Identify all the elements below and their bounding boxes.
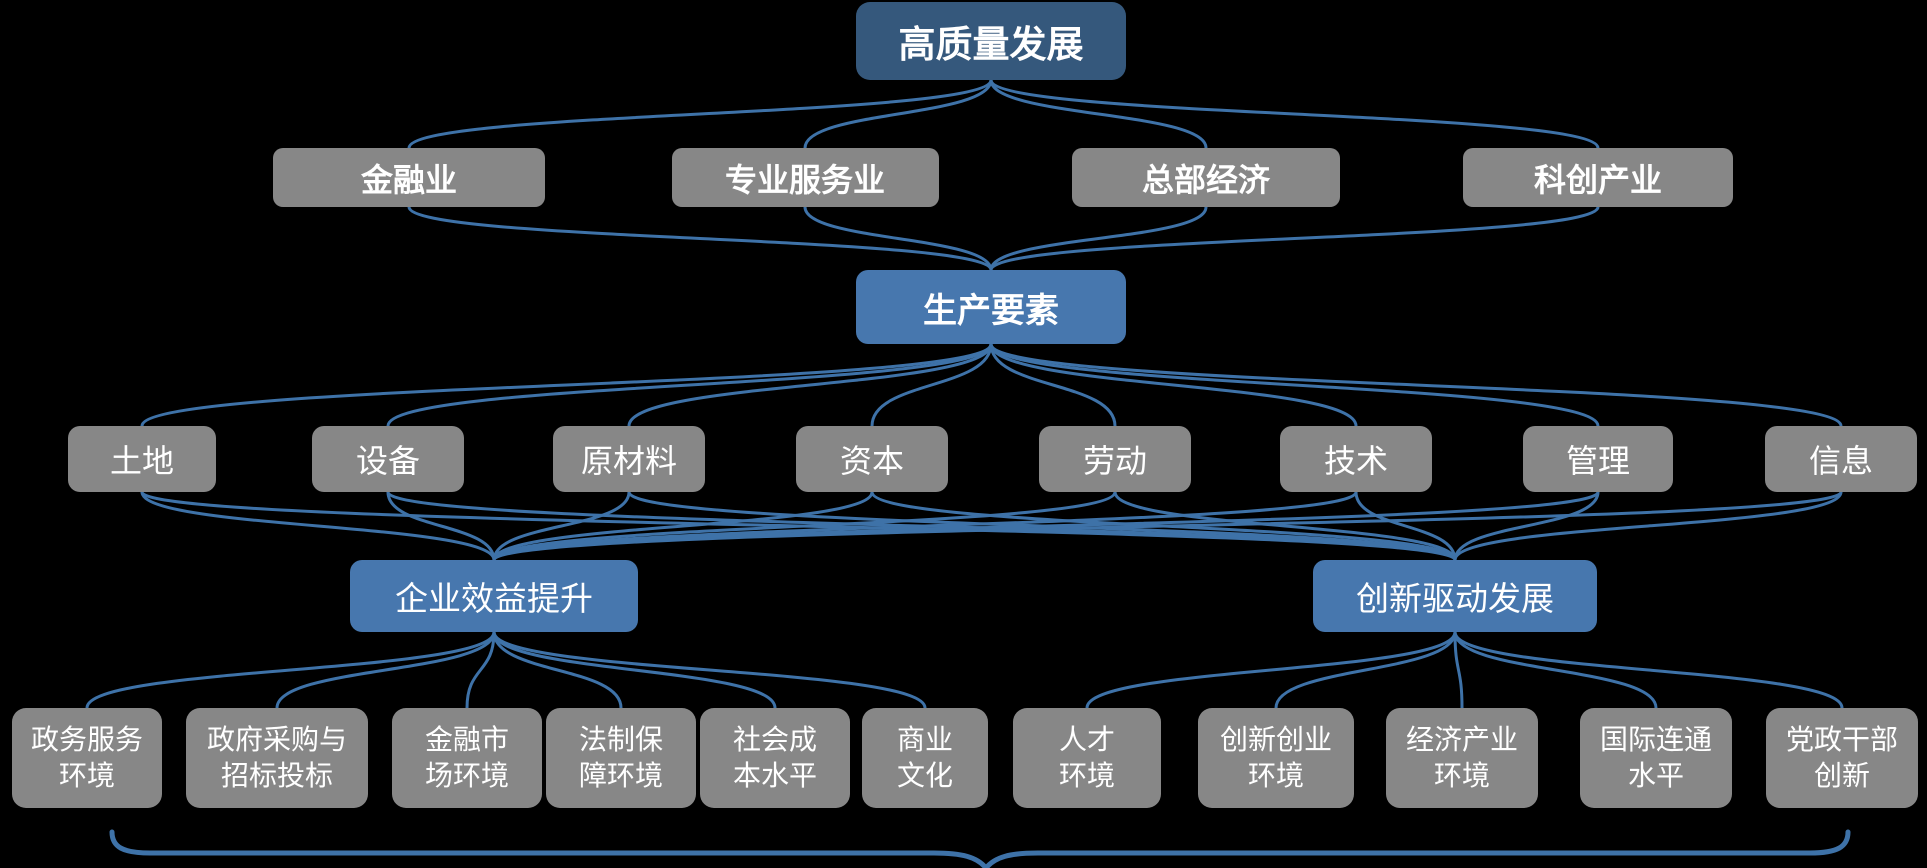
edge-enterprise-benefit-hub-to-gov-service-env [85,630,496,710]
labor-node: 劳动 [1039,426,1191,492]
edge-enterprise-benefit-hub-to-business-culture [492,630,927,710]
edge-management-to-innovation-driven-hub [1453,490,1600,562]
edge-equipment-to-enterprise-benefit-hub [386,490,496,562]
edge-production-factors-to-land [140,342,993,428]
edge-labor-to-innovation-driven-hub [1113,490,1457,562]
headquarters-economy-node: 总部经济 [1072,148,1340,207]
party-cadre-innovation-node: 党政干部 创新 [1766,708,1918,808]
gov-procurement-bidding-node: 政府采购与 招标投标 [186,708,368,808]
raw-materials-node: 原材料 [553,426,705,492]
management-node: 管理 [1523,426,1673,492]
edge-headquarters-economy-to-production-factors [989,205,1208,272]
edge-enterprise-benefit-hub-to-legal-guarantee-env [492,630,623,710]
edge-production-factors-to-equipment [386,342,993,428]
sci-tech-innovation-industry-node: 科创产业 [1463,148,1733,207]
edge-high-quality-development-to-headquarters-economy [989,78,1208,150]
edge-high-quality-development-to-professional-services [803,78,993,150]
edge-production-factors-to-technology [989,342,1358,428]
talent-env-node: 人才 环境 [1013,708,1161,808]
innovation-driven-hub-node: 创新驱动发展 [1313,560,1597,632]
edge-production-factors-to-management [989,342,1600,428]
edge-enterprise-benefit-hub-to-social-cost-level [492,630,777,710]
edge-capital-to-innovation-driven-hub [870,490,1457,562]
legal-guarantee-env-node: 法制保 障环境 [546,708,696,808]
land-node: 土地 [68,426,216,492]
edge-enterprise-benefit-hub-to-financial-market-env [465,630,496,710]
edge-production-factors-to-raw-materials [627,342,993,428]
edge-raw-materials-to-enterprise-benefit-hub [492,490,631,562]
finance-industry-node: 金融业 [273,148,545,207]
edge-innovation-driven-hub-to-talent-env [1085,630,1457,710]
gov-service-env-node: 政务服务 环境 [12,708,162,808]
technology-node: 技术 [1280,426,1432,492]
edge-innovation-driven-hub-to-international-connectivity-level [1453,630,1658,710]
enterprise-benefit-hub-node: 企业效益提升 [350,560,638,632]
edge-professional-services-to-production-factors [803,205,993,272]
production-factors-node: 生产要素 [856,270,1126,344]
information-node: 信息 [1765,426,1917,492]
social-cost-level-node: 社会成 本水平 [700,708,850,808]
edge-raw-materials-to-innovation-driven-hub [627,490,1457,562]
edge-production-factors-to-labor [989,342,1117,428]
innovation-entrepreneurship-env-node: 创新创业 环境 [1198,708,1354,808]
business-culture-node: 商业 文化 [862,708,988,808]
edge-production-factors-to-information [989,342,1843,428]
edge-enterprise-benefit-hub-to-gov-procurement-bidding [275,630,496,710]
edge-technology-to-innovation-driven-hub [1354,490,1457,562]
edge-innovation-driven-hub-to-party-cadre-innovation [1453,630,1844,710]
professional-services-node: 专业服务业 [671,148,939,207]
equipment-node: 设备 [312,426,464,492]
high-quality-development-node: 高质量发展 [856,2,1126,80]
edge-equipment-to-innovation-driven-hub [386,490,1457,562]
edge-sci-tech-innovation-industry-to-production-factors [989,205,1600,272]
edge-information-to-innovation-driven-hub [1453,490,1843,562]
edge-innovation-driven-hub-to-innovation-entrepreneurship-env [1274,630,1457,710]
edge-high-quality-development-to-finance-industry [407,78,993,150]
edge-production-factors-to-capital [870,342,993,428]
edge-land-to-enterprise-benefit-hub [140,490,496,562]
edge-high-quality-development-to-sci-tech-innovation-industry [989,78,1600,150]
edge-finance-industry-to-production-factors [407,205,993,272]
international-connectivity-level-node: 国际连通 水平 [1580,708,1732,808]
capital-node: 资本 [796,426,948,492]
edge-capital-to-enterprise-benefit-hub [492,490,874,562]
bottom-brace-left [109,829,989,868]
financial-market-env-node: 金融市 场环境 [392,708,542,808]
edge-innovation-driven-hub-to-economic-industry-env [1453,630,1464,710]
economic-industry-env-node: 经济产业 环境 [1386,708,1538,808]
bottom-brace-right [983,829,1851,868]
edge-land-to-innovation-driven-hub [140,490,1457,562]
